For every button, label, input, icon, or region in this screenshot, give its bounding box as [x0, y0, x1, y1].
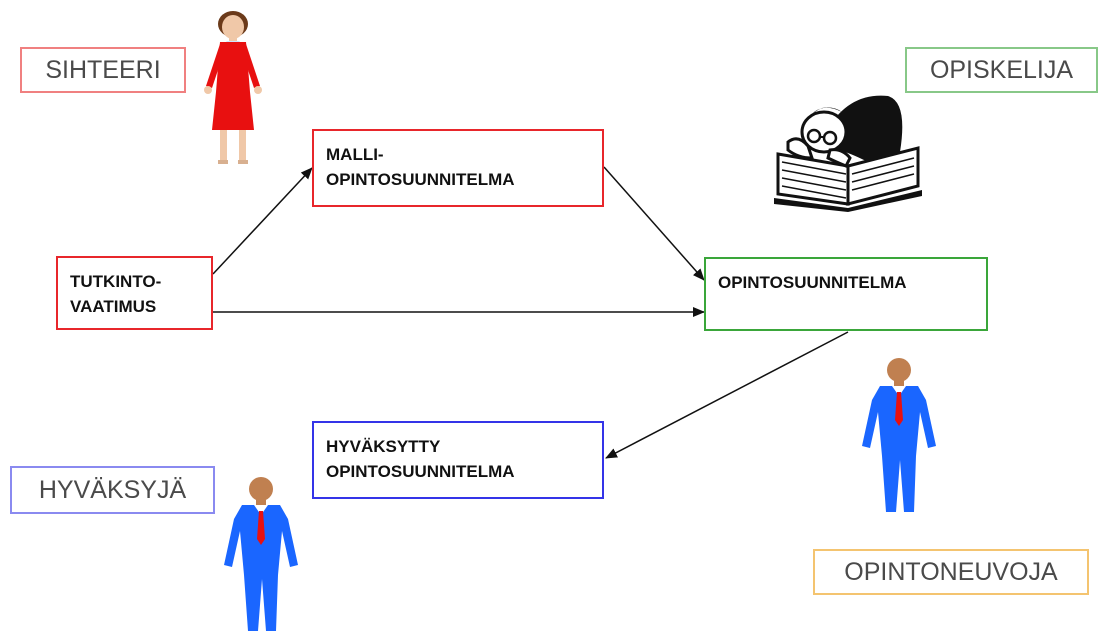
arrow-malli-to-opintosuunnitelma: [603, 166, 705, 281]
node-opintosuunnitelma: OPINTOSUUNNITELMA: [704, 257, 988, 331]
node-malli-opintosuunnitelma: MALLI- OPINTOSUUNNITELMA: [312, 129, 604, 207]
role-sihteeri: SIHTEERI: [20, 47, 186, 93]
node-malli-line1: MALLI-: [326, 145, 384, 164]
node-opintosuunnitelma-line1: OPINTOSUUNNITELMA: [718, 273, 907, 292]
node-tutkintovaatimus: TUTKINTO- VAATIMUS: [56, 256, 213, 330]
role-hyvaksyja: HYVÄKSYJÄ: [10, 466, 215, 514]
role-opiskelija: OPISKELIJA: [905, 47, 1098, 93]
node-tutkintovaatimus-line1: TUTKINTO-: [70, 272, 162, 291]
woman-figure-icon: [204, 11, 262, 164]
man-figure-icon: [862, 358, 936, 512]
man-figure-icon: [224, 477, 298, 631]
node-malli-line2: OPINTOSUUNNITELMA: [326, 169, 515, 189]
node-tutkintovaatimus-line2: VAATIMUS: [70, 296, 157, 316]
arrow-opintosuunnitelma-to-hyvaksytty: [605, 331, 849, 459]
role-opintoneuvoja: OPINTONEUVOJA: [813, 549, 1089, 595]
reading-student-icon: [774, 95, 922, 212]
arrow-tutkinto-to-malli: [212, 167, 313, 275]
node-hyvaksytty-opintosuunnitelma: HYVÄKSYTTY OPINTOSUUNNITELMA: [312, 421, 604, 499]
node-hyvaksytty-line1: HYVÄKSYTTY: [326, 437, 441, 456]
node-hyvaksytty-line2: OPINTOSUUNNITELMA: [326, 461, 515, 481]
